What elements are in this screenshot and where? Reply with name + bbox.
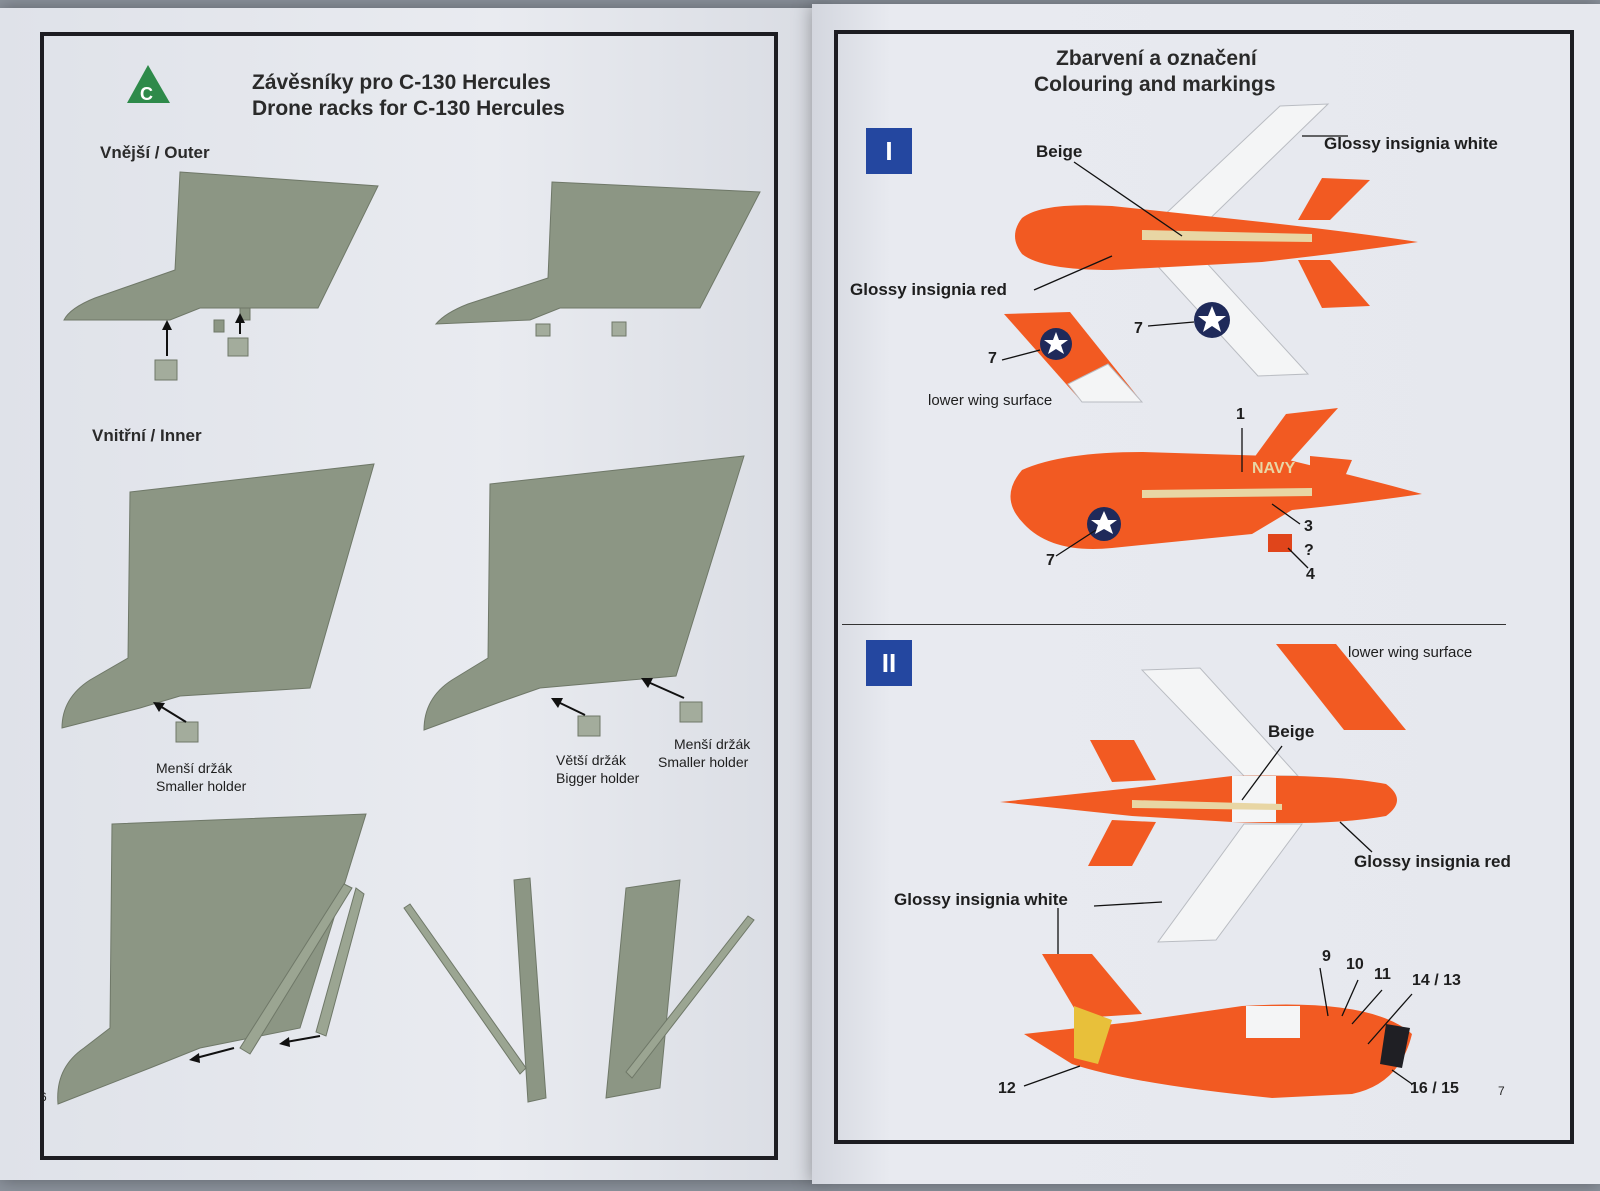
- scheme-2-side-view: [1023, 954, 1413, 1098]
- right-page-artwork: [1000, 103, 1422, 1098]
- right-page: Zbarvení a označení Colouring and markin…: [812, 4, 1600, 1184]
- scheme-1-badge: I: [866, 128, 912, 174]
- bigger-holder-en: Bigger holder: [556, 770, 640, 786]
- scheme-1-side-view: [1010, 408, 1422, 569]
- smaller-holder-cz-2: Menší držák: [674, 736, 751, 752]
- inner-rack-2: [423, 455, 745, 737]
- left-page: Závěsníky pro C-130 Hercules Drone racks…: [0, 8, 822, 1180]
- left-title-en: Drone racks for C-130 Hercules: [252, 97, 565, 120]
- outer-rack-2: [434, 181, 761, 337]
- s2-decal-14-13: 14 / 13: [1412, 972, 1461, 989]
- navy-marking: NAVY: [1252, 460, 1296, 477]
- s2-glossy-white-label: Glossy insignia white: [894, 890, 1068, 909]
- scheme-2-badge: II: [866, 640, 912, 686]
- right-title-cz: Zbarvení a označení: [1056, 47, 1257, 70]
- s2-glossy-red-label: Glossy insignia red: [1354, 852, 1511, 871]
- s1-glossy-white-label: Glossy insignia white: [1324, 134, 1498, 153]
- smaller-holder-en-1: Smaller holder: [156, 778, 247, 794]
- scheme-1-lower-wing: [1001, 312, 1144, 403]
- scheme-divider: [842, 624, 1506, 625]
- outer-label: Vnější / Outer: [100, 143, 210, 162]
- scheme-1-top-view: [1015, 103, 1418, 377]
- s1-lower-wing-label: lower wing surface: [928, 392, 1053, 409]
- s1-glossy-red-label: Glossy insignia red: [850, 280, 1007, 299]
- s1-decal-7-wing: 7: [988, 350, 997, 367]
- left-page-frame: [40, 32, 778, 1160]
- s1-beige-label: Beige: [1036, 142, 1083, 161]
- smaller-holder-cz-1: Menší držák: [156, 760, 233, 776]
- scheme-2-top-view: [1000, 667, 1397, 954]
- left-page-artwork: [57, 65, 761, 1105]
- right-title-en: Colouring and markings: [1034, 73, 1276, 96]
- s2-lower-wing-label: lower wing surface: [1348, 644, 1473, 661]
- inner-rack-1: [61, 463, 375, 743]
- s2-decal-10: 10: [1346, 956, 1364, 973]
- s2-decal-12: 12: [998, 1080, 1016, 1097]
- s2-beige-label: Beige: [1268, 722, 1315, 741]
- s1-decal-7-side: 7: [1046, 552, 1055, 569]
- section-letter: C: [140, 84, 153, 104]
- s1-decal-3: 3: [1304, 518, 1313, 535]
- left-title-cz: Závěsníky pro C-130 Hercules: [252, 71, 551, 94]
- inner-label: Vnitřní / Inner: [92, 426, 202, 445]
- right-page-frame: [834, 30, 1574, 1144]
- s2-decal-16-15: 16 / 15: [1410, 1080, 1459, 1097]
- s2-decal-9: 9: [1322, 948, 1331, 965]
- s1-decal-1: 1: [1236, 406, 1245, 423]
- section-triangle-icon: [127, 65, 170, 103]
- s1-decal-7-top: 7: [1134, 320, 1143, 337]
- assembled-rack-left: [57, 813, 367, 1105]
- outer-rack-1: [63, 171, 379, 381]
- assembled-rack-front-view: [403, 877, 755, 1103]
- bigger-holder-cz: Větší držák: [556, 752, 627, 768]
- left-page-number: 6: [40, 1090, 47, 1104]
- right-page-number: 7: [1498, 1084, 1505, 1098]
- scheme-2-lower-wing: [1276, 644, 1406, 730]
- s1-decal-4: 4: [1306, 566, 1315, 583]
- s2-decal-11: 11: [1374, 966, 1391, 983]
- s1-decal-q: ?: [1304, 542, 1314, 559]
- smaller-holder-en-2: Smaller holder: [658, 754, 749, 770]
